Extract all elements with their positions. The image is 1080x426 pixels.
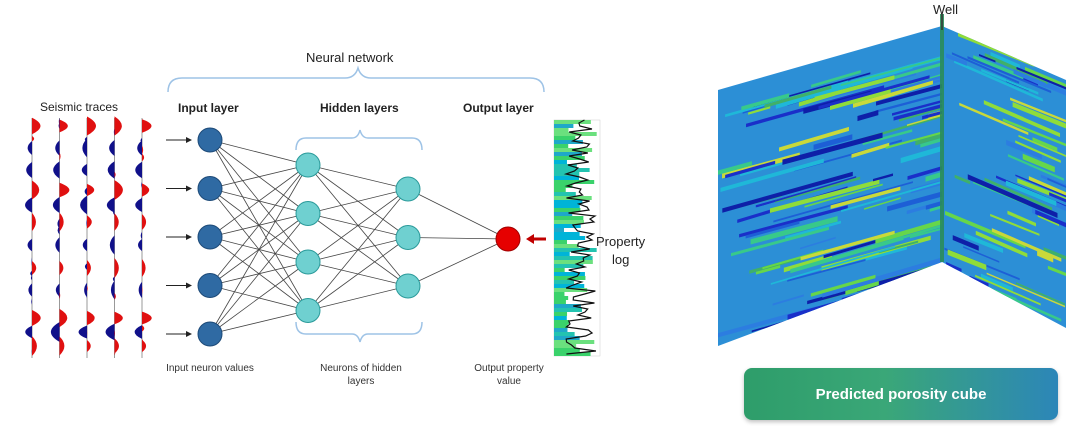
- hidden-neuron-l1: [295, 249, 321, 275]
- input-arrow: [166, 331, 192, 337]
- connection-line: [209, 164, 309, 286]
- connection-line: [209, 213, 309, 335]
- input-arrow: [166, 234, 192, 240]
- predicted-porosity-cube-button[interactable]: Predicted porosity cube: [744, 368, 1058, 420]
- input-neuron: [197, 176, 223, 201]
- seismic-traces-label: Seismic traces: [40, 100, 119, 114]
- connection-line: [209, 164, 309, 238]
- hidden-neuron-l2: [395, 273, 421, 299]
- hidden-layers-bottom-bracket: [295, 321, 423, 343]
- connection-line: [307, 164, 409, 190]
- input-neuron: [197, 224, 223, 250]
- connection-line: [209, 310, 309, 335]
- input-neuron-caption: Input neuron values: [166, 363, 254, 374]
- input-layer-label: Input layer: [178, 101, 239, 115]
- property-log-label-line1: Property: [596, 234, 646, 249]
- hidden-layers-top-bracket: [295, 129, 423, 151]
- connection-line: [307, 237, 409, 311]
- hidden-neuron-l1: [295, 298, 321, 323]
- seismic-trace: [50, 117, 70, 358]
- output-property-caption: Output property value: [474, 363, 544, 387]
- connection-line: [407, 237, 509, 240]
- connection-line: [307, 188, 409, 263]
- connection-line: [407, 238, 509, 287]
- connection-line: [407, 188, 509, 240]
- input-neuron: [197, 321, 223, 347]
- seismic-trace: [134, 118, 152, 358]
- hidden-layers-label: Hidden layers: [320, 101, 399, 115]
- input-arrows: [166, 137, 192, 337]
- input-neuron: [197, 273, 223, 298]
- property-log-arrow: [526, 234, 546, 244]
- connection-line: [307, 285, 409, 311]
- connection-line: [209, 261, 309, 335]
- network-connections: [209, 139, 509, 335]
- seismic-trace: [78, 116, 96, 358]
- hidden-neuron-l1: [295, 201, 321, 226]
- hidden-neuron-caption: Neurons of hidden layers: [320, 363, 402, 387]
- hidden-neuron-l2: [395, 225, 421, 250]
- input-arrow: [166, 282, 192, 289]
- neural-network-bracket: [167, 65, 545, 93]
- connection-line: [209, 164, 309, 335]
- input-arrow: [166, 137, 192, 143]
- neural-network-title: Neural network: [306, 50, 394, 65]
- hidden-neuron-l1: [295, 152, 321, 178]
- connection-line: [209, 164, 309, 189]
- hidden-neuron-l2: [395, 176, 421, 202]
- connection-line: [307, 188, 409, 214]
- property-log-label-line2: log: [612, 252, 630, 267]
- output-neuron: [495, 226, 521, 252]
- porosity-cube-image: [718, 14, 1066, 346]
- seismic-trace: [24, 117, 41, 358]
- seismic-trace: [105, 116, 123, 358]
- connection-line: [307, 188, 409, 311]
- output-layer-label: Output layer: [463, 101, 534, 115]
- input-arrow: [166, 185, 192, 192]
- connection-line: [209, 139, 309, 166]
- network-neurons: [197, 127, 521, 347]
- well-label: Well: [933, 2, 959, 17]
- input-neuron: [197, 127, 223, 153]
- seismic-traces: [24, 116, 152, 358]
- property-log: [553, 119, 601, 357]
- neural-network-diagram: [24, 65, 601, 358]
